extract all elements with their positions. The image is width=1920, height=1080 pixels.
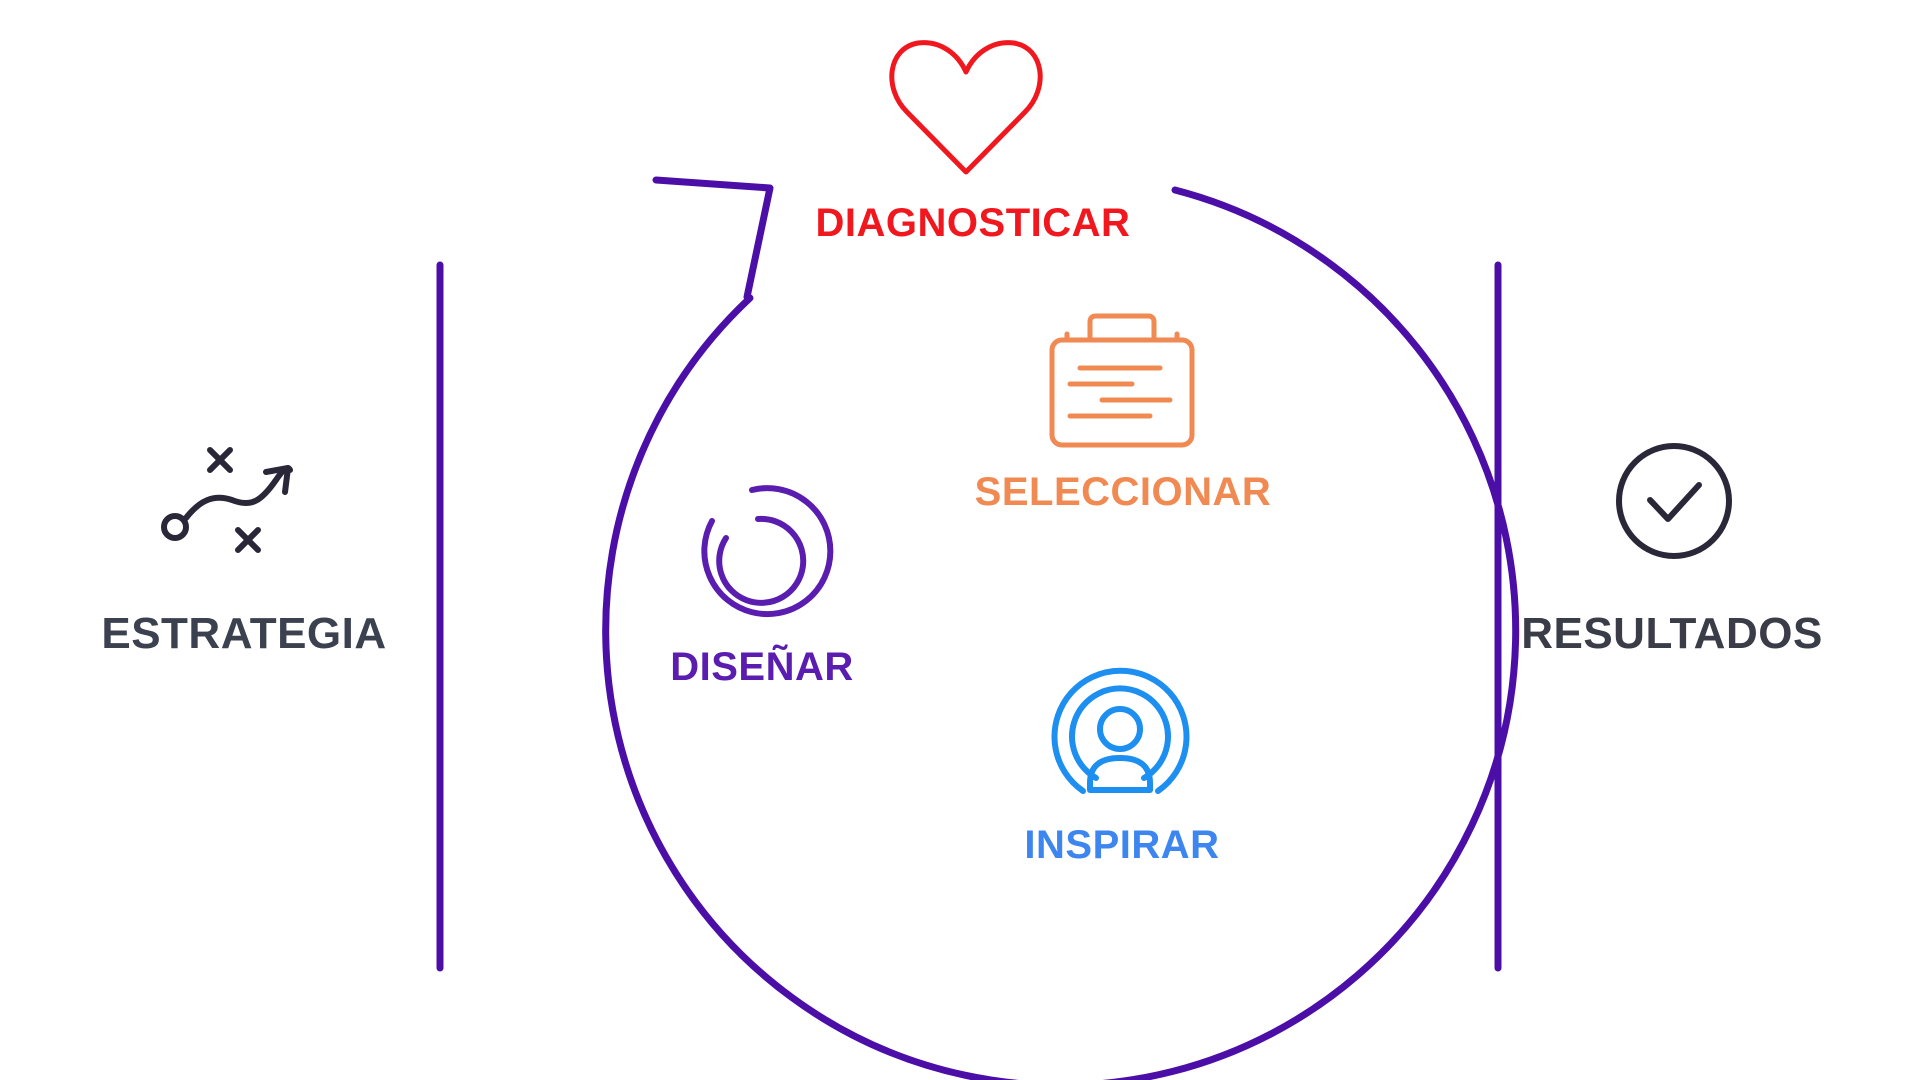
disenar-label: DISEÑAR xyxy=(670,643,854,689)
circle-ring-icon xyxy=(701,485,834,618)
person-broadcast-icon xyxy=(1051,667,1190,794)
cycle-arc xyxy=(602,186,1520,1080)
heart-icon xyxy=(889,40,1043,175)
inspirar-label: INSPIRAR xyxy=(1024,823,1219,867)
diagnosticar-label: DIAGNOSTICAR xyxy=(816,201,1131,245)
cycle-arrowhead xyxy=(652,176,774,301)
check-circle-icon xyxy=(1616,443,1732,559)
strategy-play-icon xyxy=(161,447,293,553)
seleccionar-label: SELECCIONAR xyxy=(975,470,1272,514)
briefcase-icon xyxy=(1049,313,1195,448)
resultados-label: RESULTADOS xyxy=(1521,609,1823,658)
estrategia-label: ESTRATEGIA xyxy=(101,609,386,658)
